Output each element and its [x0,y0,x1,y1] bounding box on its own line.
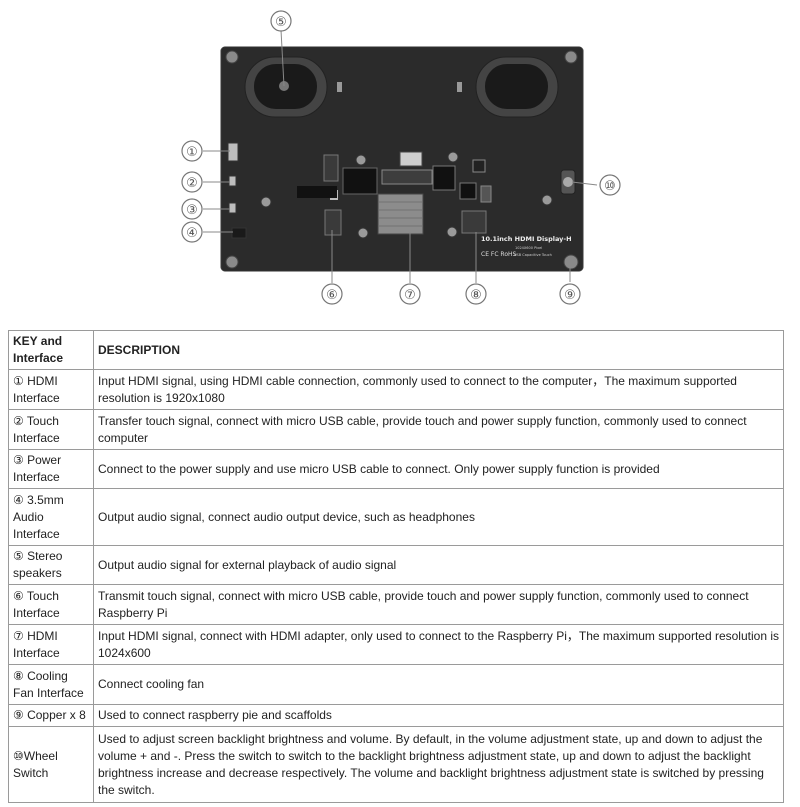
row-key: ⑩Wheel Switch [8,726,94,803]
table-row: ② Touch Interface Transfer touch signal,… [8,409,784,450]
table-row: ⑩Wheel Switch Used to adjust screen back… [8,726,784,803]
callout-lines [203,29,598,283]
board-product-label: 10.1inch HDMI Display-H [481,235,572,243]
table-row: ③ Power Interface Connect to the power s… [8,449,784,489]
row-key: ⑨ Copper x 8 [8,704,94,727]
display-board-illustration: 10.1inch HDMI Display-H 1024X600 Pixel U… [181,10,621,305]
table-row: ① HDMI Interface Input HDMI signal, usin… [8,369,784,410]
row-description: Input HDMI signal, connect with HDMI ada… [93,624,784,665]
row-description: Used to adjust screen backlight brightne… [93,726,784,803]
row-key: ④ 3.5mm Audio Interface [8,488,94,546]
callout-10: ⑩ [604,179,616,194]
corner-screws [225,50,579,270]
row-key: ③ Power Interface [8,449,94,489]
row-key: ② Touch Interface [8,409,94,450]
board-cert-label: CE FC RoHS [481,251,517,258]
interface-table: KEY and Interface DESCRIPTION ① HDMI Int… [8,330,784,803]
board-pixels-label: 1024X600 Pixel [515,246,542,250]
callout-7: ⑦ [404,288,416,303]
speaker-left [244,56,328,118]
table-row: ⑧ Cooling Fan Interface Connect cooling … [8,664,784,705]
callout-9: ⑨ [564,288,576,303]
callout-5: ⑤ [275,15,287,30]
hdmi-port-internal [399,151,423,167]
flex-cable [377,193,424,235]
row-description: Connect cooling fan [93,664,784,705]
table-row: ④ 3.5mm Audio Interface Output audio sig… [8,488,784,546]
row-description: Used to connect raspberry pie and scaffo… [93,704,784,727]
callout-4: ④ [186,226,198,241]
row-description: Output audio signal for external playbac… [93,545,784,585]
table-row: ⑥ Touch Interface Transmit touch signal,… [8,584,784,625]
left-ports [227,142,247,239]
callout-3: ③ [186,203,198,218]
row-description: Output audio signal, connect audio outpu… [93,488,784,546]
main-chip [342,167,378,195]
speaker-right [475,56,559,118]
row-description: Transfer touch signal, connect with micr… [93,409,784,450]
header-description: DESCRIPTION [93,330,784,370]
standoffs [260,151,553,239]
row-key: ⑥ Touch Interface [8,584,94,625]
callout-1: ① [186,145,198,160]
callout-6: ⑥ [326,288,338,303]
callout-2: ② [186,176,198,191]
row-key: ⑦ HDMI Interface [8,624,94,665]
row-key: ⑧ Cooling Fan Interface [8,664,94,705]
callout-8: ⑧ [470,288,482,303]
table-row: ⑨ Copper x 8 Used to connect raspberry p… [8,704,784,727]
board-touch-label: USB Capacitive Touch [514,253,552,257]
row-description: Connect to the power supply and use micr… [93,449,784,489]
row-key: ⑤ Stereo speakers [8,545,94,585]
header-key: KEY and Interface [8,330,94,370]
table-row: ⑦ HDMI Interface Input HDMI signal, conn… [8,624,784,665]
table-row: ⑤ Stereo speakers Output audio signal fo… [8,545,784,585]
row-key: ① HDMI Interface [8,369,94,410]
display-back-figure: 10.1inch HDMI Display-H 1024X600 Pixel U… [0,0,800,318]
row-description: Input HDMI signal, using HDMI cable conn… [93,369,784,410]
table-header-row: KEY and Interface DESCRIPTION [8,330,784,370]
row-description: Transmit touch signal, connect with micr… [93,584,784,625]
